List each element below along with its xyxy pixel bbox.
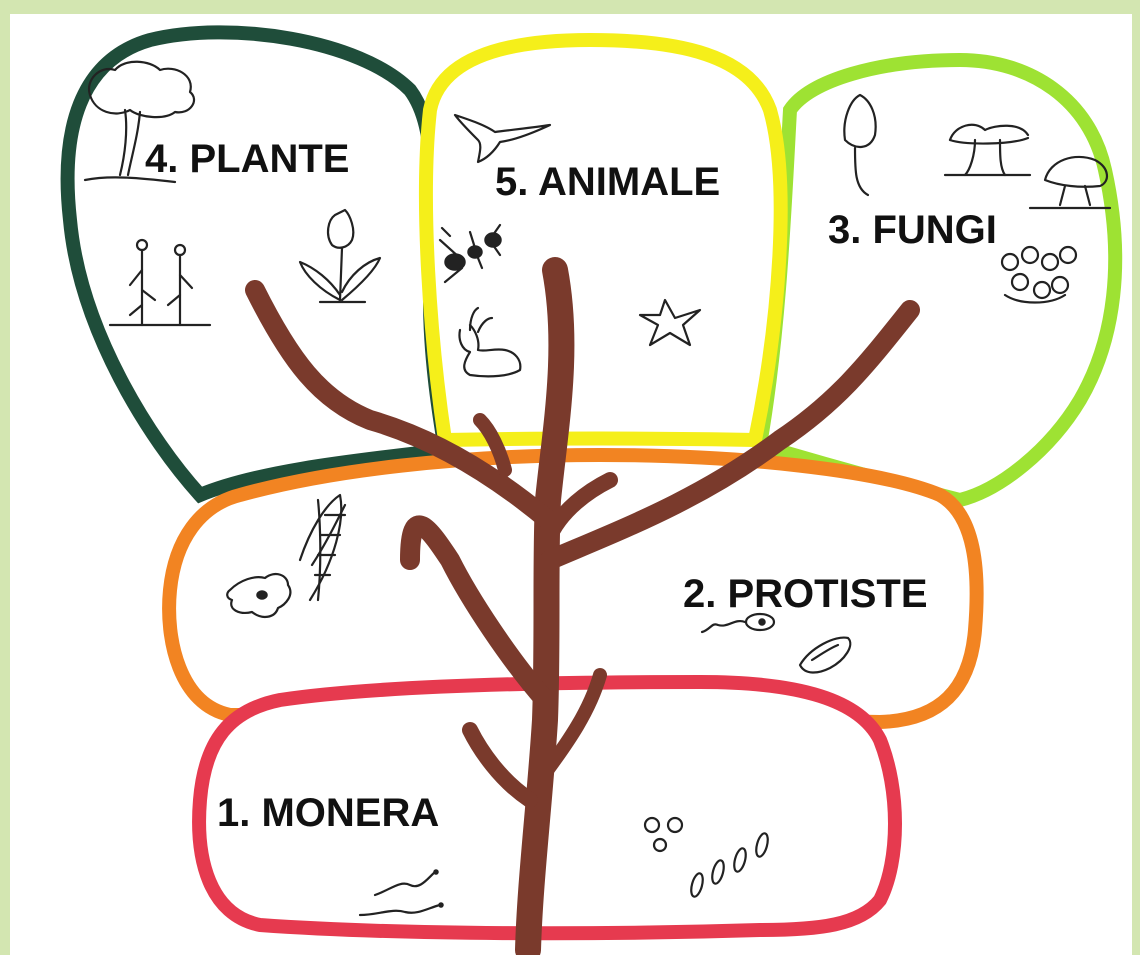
petal-animale bbox=[426, 40, 781, 440]
label-protiste: 2. PROTISTE bbox=[683, 572, 928, 616]
label-fungi: 3. FUNGI bbox=[828, 208, 997, 252]
petal-fungi bbox=[760, 60, 1115, 500]
label-plante: 4. PLANTE bbox=[145, 137, 349, 181]
label-animale: 5. ANIMALE bbox=[495, 160, 720, 204]
label-monera: 1. MONERA bbox=[217, 791, 439, 835]
